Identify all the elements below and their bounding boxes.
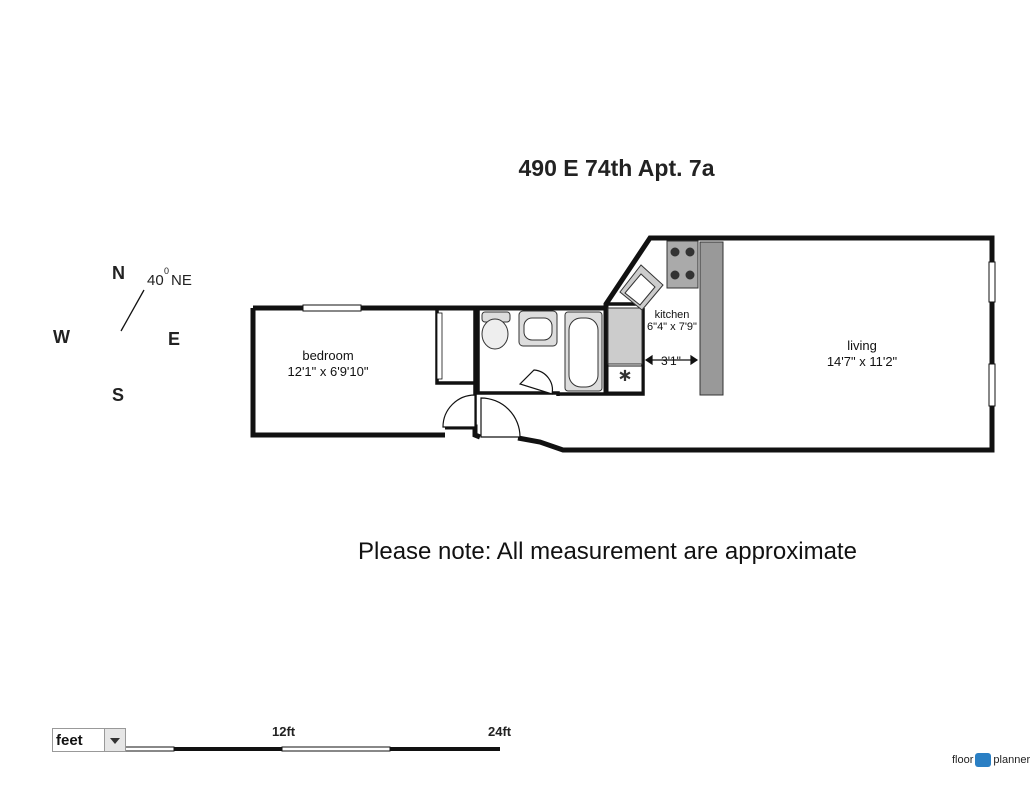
bedroom-dimensions: 12'1" x 6'9'10" xyxy=(287,364,368,379)
compass: N W E S 40 0 NE xyxy=(40,255,220,415)
compass-north-label: N xyxy=(112,263,125,283)
compass-bearing-direction: NE xyxy=(171,272,192,289)
exhaust-fan-icon: * xyxy=(620,368,631,393)
scale-mark-mid: 12ft xyxy=(272,724,296,739)
kitchen-dimensions: 6"4" x 7'9" xyxy=(647,321,697,333)
living-name: living xyxy=(847,338,877,353)
living-dimensions: 14'7" x 11'2" xyxy=(827,354,898,369)
scale-bar: feet 12ft 24ft xyxy=(52,720,522,760)
brand-text-left: floor xyxy=(952,754,974,766)
compass-bearing-unit: 0 xyxy=(164,266,170,276)
brand-text-right: planner xyxy=(993,754,1031,766)
kitchen-fixtures: * xyxy=(607,240,724,396)
scale-mark-end: 24ft xyxy=(488,724,512,739)
kitchen-name: kitchen xyxy=(655,309,690,321)
compass-needle-icon xyxy=(120,289,145,332)
windows xyxy=(302,261,996,407)
passage-dimension-label: 3'1" xyxy=(661,354,681,368)
interior-walls xyxy=(435,302,645,427)
doors xyxy=(442,369,554,438)
measurement-note: Please note: All measurement are approxi… xyxy=(358,538,857,565)
compass-east-label: E xyxy=(168,329,181,349)
floorplanner-icon xyxy=(975,753,992,767)
floorplanner-logo: floor planner xyxy=(952,753,1030,767)
compass-west-label: W xyxy=(53,327,70,347)
compass-bearing-value: 40 xyxy=(147,272,164,289)
plan-title: 490 E 74th Apt. 7a xyxy=(518,155,715,181)
compass-south-label: S xyxy=(112,385,125,405)
unit-select[interactable]: feet xyxy=(52,728,126,752)
bathroom-fixtures xyxy=(481,310,603,392)
passage-dimension xyxy=(644,354,699,366)
scale-bar-graphic xyxy=(121,746,500,752)
chevron-down-icon[interactable] xyxy=(104,729,125,751)
unit-select-value: feet xyxy=(56,732,83,749)
bedroom-name: bedroom xyxy=(302,348,353,363)
